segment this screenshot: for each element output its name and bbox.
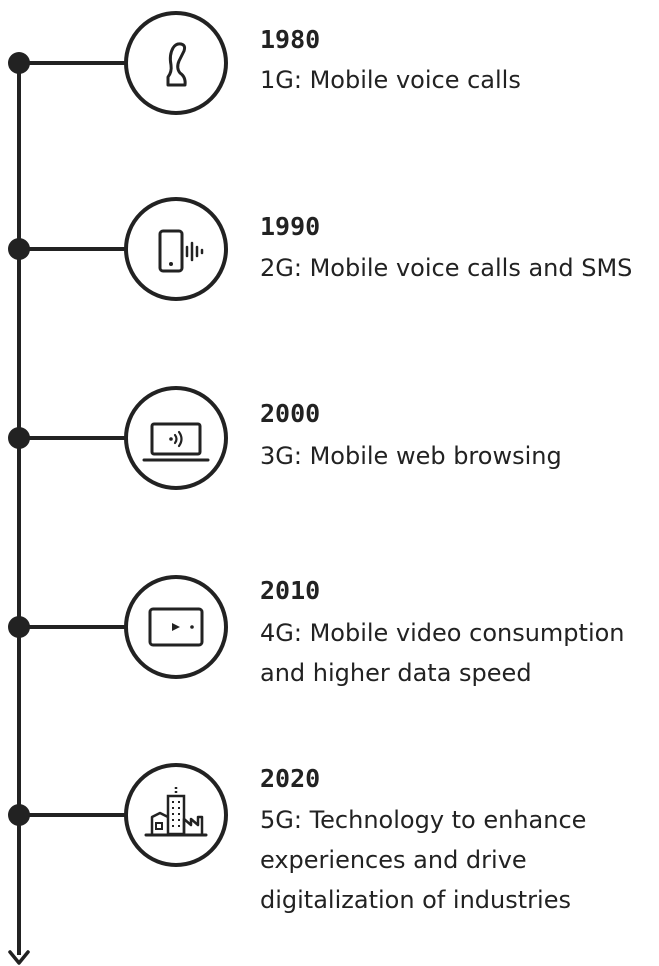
milestone-year: 2000	[260, 399, 321, 428]
milestone-year: 2020	[260, 764, 321, 793]
timeline-connector	[19, 247, 125, 251]
icon-circle	[124, 197, 228, 301]
arrow-down-icon	[8, 950, 30, 965]
timeline-axis	[17, 55, 21, 955]
icon-circle	[124, 11, 228, 115]
milestone-year: 1980	[260, 25, 321, 54]
timeline-connector	[19, 436, 125, 440]
laptop-wireless-icon	[142, 422, 210, 462]
milestone-description: 3G: Mobile web browsing	[260, 442, 562, 470]
icon-circle	[124, 386, 228, 490]
milestone-description: 5G: Technology to enhance experiences an…	[260, 806, 587, 914]
phone-signal-icon	[158, 229, 204, 273]
timeline-connector	[19, 61, 125, 65]
milestone-description: 2G: Mobile voice calls and SMS	[260, 254, 633, 282]
milestone-description: 1G: Mobile voice calls	[260, 66, 521, 94]
milestone-year: 1990	[260, 212, 321, 241]
timeline-connector	[19, 625, 125, 629]
milestone-year: 2010	[260, 576, 321, 605]
handset-icon	[166, 42, 187, 87]
milestone-description: 4G: Mobile video consumption and higher …	[260, 619, 625, 687]
icon-circle	[124, 763, 228, 867]
video-play-icon	[148, 607, 204, 647]
icon-circle	[124, 575, 228, 679]
factory-buildings-icon	[144, 787, 208, 837]
timeline-connector	[19, 813, 125, 817]
